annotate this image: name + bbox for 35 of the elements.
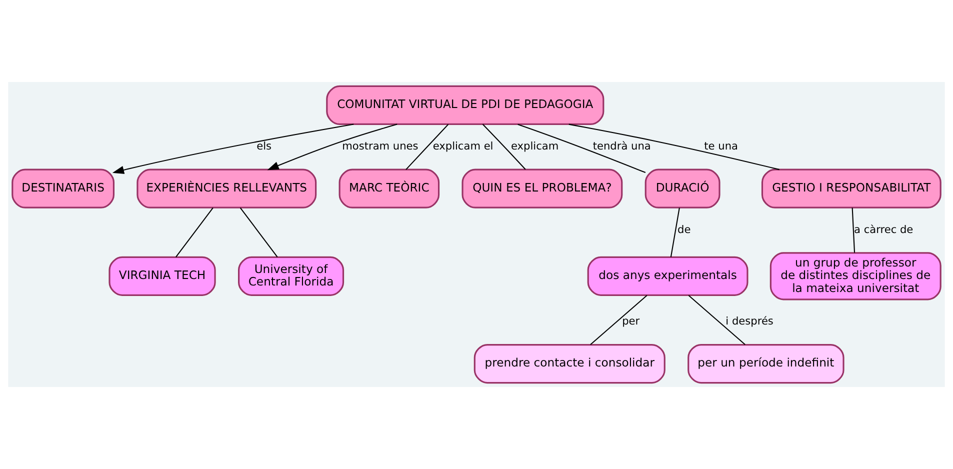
edge-label: de — [678, 224, 691, 236]
node-box: un grup de professor de distintes disciplines de la mateixa universitat — [770, 252, 942, 300]
node-box: VIRGINIA TECH — [108, 256, 216, 296]
connector — [240, 207, 278, 258]
connector — [568, 124, 780, 170]
edge-label: per — [622, 316, 640, 328]
edge-label: i després — [726, 316, 774, 328]
arrow — [112, 124, 354, 174]
node-box: EXPERIÈNCIES RELLEVANTS — [136, 168, 317, 208]
connector — [590, 294, 648, 346]
connector — [482, 124, 526, 170]
node-box: DURACIÓ — [644, 168, 720, 208]
edge-label: tendrà una — [592, 140, 651, 153]
node-box: GESTIO I RESPONSABILITAT — [761, 168, 942, 208]
edge-label: els — [256, 140, 272, 153]
node-box: prendre contacte i consolidar — [474, 344, 666, 384]
arrow — [267, 124, 398, 170]
connector — [670, 208, 680, 258]
edge-label: te una — [704, 140, 738, 153]
connector — [688, 294, 746, 346]
connector — [852, 208, 856, 253]
node-box: COMUNITAT VIRTUAL DE PDI DE PEDAGOGIA — [326, 85, 604, 125]
node-box: DESTINATARIS — [12, 168, 115, 208]
node-box: MARC TEÒRIC — [338, 168, 440, 208]
connector — [175, 207, 214, 258]
edge-label: explicam el — [432, 140, 494, 153]
node-box: QUIN ES EL PROBLEMA? — [462, 168, 623, 208]
connector — [406, 124, 449, 170]
edge-label: mostram unes — [342, 140, 418, 153]
edge-label: explicam — [510, 140, 559, 153]
node-box: University of Central Florida — [238, 256, 344, 296]
node-box: dos anys experimentals — [587, 256, 748, 296]
connector — [518, 124, 646, 174]
edge-label: a càrrec de — [854, 224, 914, 236]
node-box: per un període indefinit — [688, 344, 844, 384]
